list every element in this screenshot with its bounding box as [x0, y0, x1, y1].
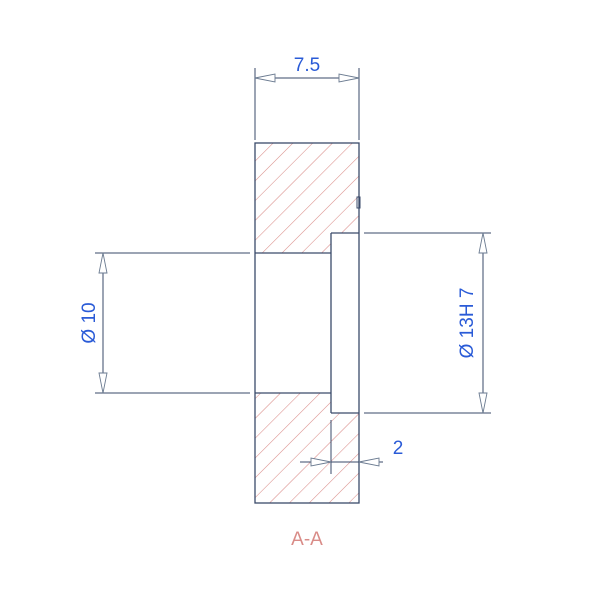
part-outline [254, 142, 361, 504]
hatched-section [255, 143, 359, 503]
dimension-width-text: 7.5 [294, 55, 320, 76]
small-marker [356, 196, 361, 209]
dimension-bore-text: Ø 10 [79, 302, 100, 343]
hatch-lower [255, 393, 359, 503]
dimension-counterbore-diameter: Ø 13H 7 [364, 232, 491, 414]
hatch-upper [255, 143, 359, 253]
section-label: A-A [291, 529, 323, 550]
dimension-bore-diameter: Ø 10 [79, 252, 250, 394]
dimension-counterbore-depth: 2 [300, 420, 403, 474]
dimension-depth-text: 2 [393, 438, 404, 459]
dimension-counterbore-text: Ø 13H 7 [457, 288, 478, 359]
dimension-width: 7.5 [254, 55, 360, 140]
